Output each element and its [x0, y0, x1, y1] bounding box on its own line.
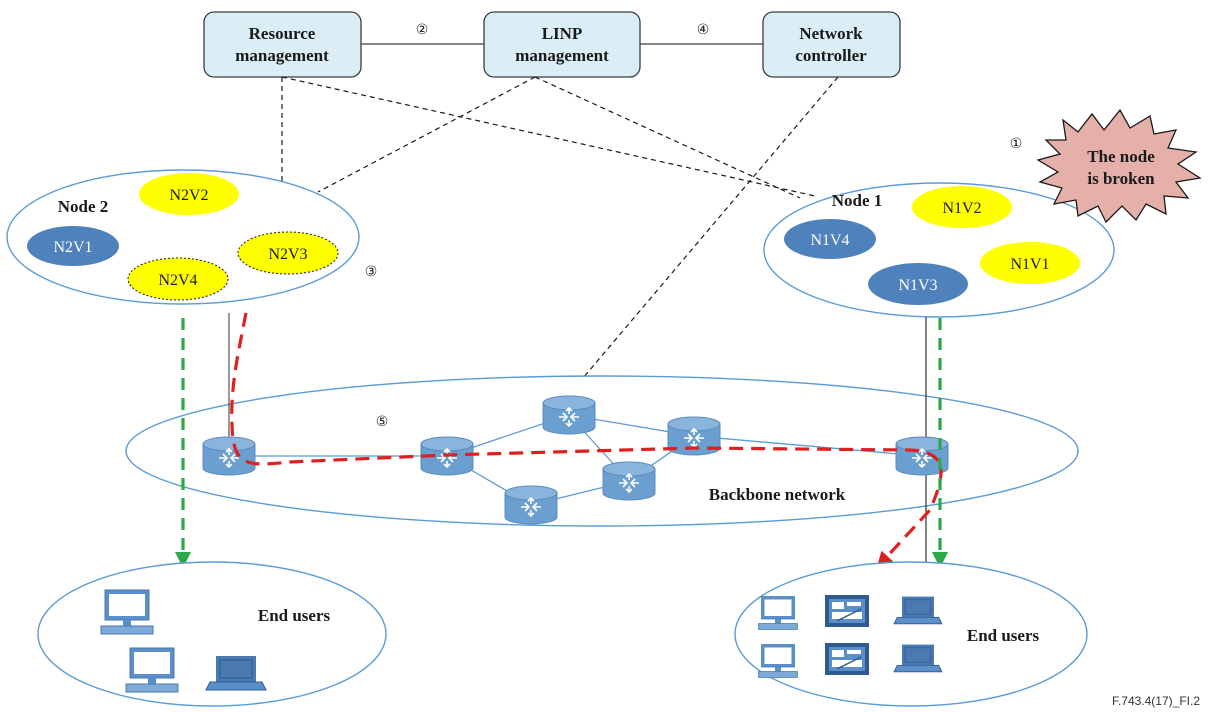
- vnode-n1v4: N1V4: [784, 219, 876, 259]
- resource-management-box: Resource management: [203, 11, 362, 78]
- vnode-n1v2-label: N1V2: [942, 200, 981, 217]
- vnode-n2v2: N2V2: [139, 173, 239, 215]
- resource-management-line2: management: [235, 46, 329, 65]
- router-icon: [602, 461, 656, 501]
- end-users-right-label: End users: [967, 626, 1040, 645]
- linp-management-box: LINP management: [483, 11, 641, 78]
- vnode-n2v3: N2V3: [237, 231, 339, 275]
- marker-3: ③: [365, 264, 378, 280]
- node-1: Node 1 N1V2 N1V4 N1V1 N1V3: [763, 182, 1115, 318]
- control-links: [281, 76, 839, 379]
- vnode-n1v3-label: N1V3: [898, 277, 937, 294]
- network-controller-line2: controller: [795, 46, 867, 65]
- desktop-icon: [758, 644, 798, 678]
- end-users-right: End users: [734, 561, 1088, 707]
- vnode-n1v1-label: N1V1: [1010, 256, 1049, 273]
- vnode-n1v3: N1V3: [868, 263, 968, 305]
- network-controller-line1: Network: [799, 24, 863, 43]
- broken-line1: The node: [1087, 147, 1155, 166]
- vnode-n2v4-label: N2V4: [158, 272, 197, 289]
- router-icon: [504, 485, 558, 525]
- vnode-n1v2: N1V2: [912, 186, 1012, 228]
- vnode-n1v1: N1V1: [980, 242, 1080, 284]
- desktop-icon: [125, 647, 179, 693]
- marker-4: ④: [697, 22, 710, 38]
- broken-line2: is broken: [1087, 169, 1155, 188]
- node-2-label: Node 2: [58, 197, 109, 216]
- broken-node-burst: The node is broken: [1036, 108, 1202, 224]
- linp-management-line1: LINP: [542, 24, 583, 43]
- tablet-icon: [824, 642, 870, 676]
- node-1-label: Node 1: [832, 191, 883, 210]
- backbone-label: Backbone network: [709, 485, 846, 504]
- node-2: Node 2 N2V2 N2V1 N2V3 N2V4: [6, 169, 360, 305]
- vnode-n2v3-label: N2V3: [268, 246, 307, 263]
- vnode-n2v1-label: N2V1: [53, 239, 92, 256]
- end-users-left-label: End users: [258, 606, 331, 625]
- desktop-icon: [100, 589, 154, 635]
- marker-5: ⑤: [376, 414, 389, 430]
- marker-1: ①: [1010, 136, 1023, 152]
- vnode-n2v1: N2V1: [27, 226, 119, 266]
- desktop-icon: [758, 596, 798, 630]
- figure-code: F.743.4(17)_FI.2: [1112, 694, 1200, 708]
- network-controller-box: Network controller: [762, 11, 901, 78]
- router-icon: [202, 436, 256, 476]
- router-icon: [542, 395, 596, 435]
- vnode-n2v4: N2V4: [127, 257, 229, 301]
- resource-management-line1: Resource: [249, 24, 316, 43]
- linp-management-line2: management: [515, 46, 609, 65]
- tablet-icon: [824, 594, 870, 628]
- end-users-left: End users: [37, 561, 387, 707]
- marker-2: ②: [416, 22, 429, 38]
- vnode-n2v2-label: N2V2: [169, 187, 208, 204]
- vnode-n1v4-label: N1V4: [810, 232, 849, 249]
